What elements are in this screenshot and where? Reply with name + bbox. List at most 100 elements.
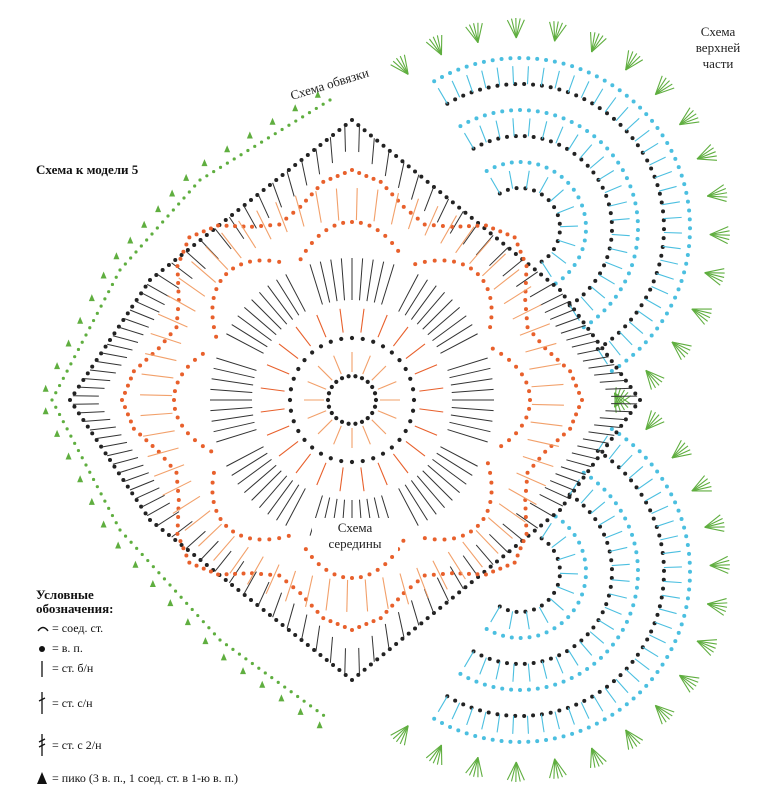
body-chain-stitch xyxy=(558,508,562,512)
center-petal-chain xyxy=(172,406,177,411)
body-stitch-mark xyxy=(107,449,133,457)
top-part-stitch xyxy=(526,739,531,744)
center-chain-stitch xyxy=(296,428,301,434)
body-stitch-mark xyxy=(315,148,321,175)
picot-mark xyxy=(42,407,49,415)
center-petal-chain xyxy=(277,259,282,264)
picot-mark xyxy=(77,475,84,483)
center-stitch-mark xyxy=(377,381,397,390)
trim-fan-stitch xyxy=(679,121,700,126)
top-part-stitch-mark xyxy=(559,572,578,575)
top-part-stitch-mark xyxy=(597,435,608,452)
center-stitch-mark xyxy=(317,365,333,381)
top-part-stitch xyxy=(469,90,474,95)
body-chain-stitch xyxy=(148,278,152,282)
center-chain-stitch xyxy=(339,419,345,424)
center-stitch-mark xyxy=(141,373,174,379)
top-part-stitch xyxy=(586,725,591,730)
body-stitch-mark xyxy=(599,379,626,383)
top-part-stitch-mark xyxy=(659,608,677,615)
top-part-stitch-mark xyxy=(490,177,501,194)
top-part-stitch xyxy=(544,737,549,742)
picot-mark xyxy=(269,117,276,125)
top-part-stitch-mark xyxy=(554,711,560,730)
top-part-stitch-mark xyxy=(512,715,515,734)
trim-fan-stitch xyxy=(625,729,644,741)
top-part-stitch xyxy=(466,676,471,681)
center-stitch-mark xyxy=(198,523,223,547)
outer-star-chain xyxy=(396,597,401,602)
top-part-stitch xyxy=(660,551,665,556)
body-chain-stitch xyxy=(406,631,411,636)
top-part-stitch-mark xyxy=(551,251,567,264)
top-part-stitch xyxy=(643,340,648,345)
top-part-stitch-mark xyxy=(645,491,662,502)
trim-chain-stitch xyxy=(237,652,242,656)
trim-fan-stitch xyxy=(696,640,716,649)
outer-star-chain xyxy=(176,498,181,502)
top-part-stitch-mark xyxy=(481,711,487,730)
top-part-stitch xyxy=(602,532,607,537)
body-stitch-mark xyxy=(599,417,626,421)
top-part-stitch xyxy=(531,713,536,718)
top-part-stitch xyxy=(628,184,633,189)
trim-fan-stitch xyxy=(625,729,634,749)
center-petal-chain xyxy=(214,334,219,339)
center-petal-chain xyxy=(200,351,205,356)
top-part-stitch xyxy=(589,475,594,480)
top-part-stitch xyxy=(466,119,471,124)
top-part-stitch xyxy=(486,710,491,715)
center-stitch-mark xyxy=(447,429,488,443)
top-part-stitch-mark xyxy=(649,156,666,166)
center-chain-stitch xyxy=(397,358,402,363)
trim-fan-stitch xyxy=(704,268,725,274)
center-chain-stitch xyxy=(389,445,394,450)
legend-text: = ст. с/н xyxy=(52,695,93,710)
trim-chain-stitch xyxy=(246,148,250,153)
body-stitch-mark xyxy=(112,335,139,343)
outer-star-chain xyxy=(574,383,579,388)
outer-star-chain xyxy=(201,229,206,234)
top-part-stitch xyxy=(659,253,664,258)
center-petal-chain xyxy=(519,372,524,377)
center-petal-chain xyxy=(350,576,354,580)
body-chain-stitch xyxy=(274,178,279,182)
treble-crochet-icon xyxy=(36,734,50,756)
outer-star-chain xyxy=(523,298,528,302)
top-part-stitch xyxy=(676,508,681,513)
trim-chain-stitch xyxy=(99,304,103,308)
body-stitch-mark xyxy=(571,340,598,348)
top-part-stitch xyxy=(544,165,549,170)
top-part-stitch xyxy=(598,271,603,276)
top-part-stitch-mark xyxy=(609,247,628,254)
top-part-stitch xyxy=(492,630,497,635)
center-petal-chain xyxy=(485,287,490,292)
body-chain-stitch xyxy=(469,580,474,585)
body-chain-stitch xyxy=(134,498,139,502)
body-stitch-mark xyxy=(112,457,139,465)
center-stitch-mark xyxy=(469,239,491,265)
top-part-stitch xyxy=(661,586,666,591)
center-stitch-mark xyxy=(247,556,264,585)
top-part-stitch-mark xyxy=(540,67,545,86)
center-petal-chain xyxy=(383,562,388,567)
top-part-stitch xyxy=(548,85,553,90)
body-stitch-mark xyxy=(272,182,283,208)
center-petal-chain xyxy=(309,240,314,245)
top-part-stitch xyxy=(661,218,666,223)
center-petal-chain xyxy=(231,266,236,271)
trim-chain-stitch xyxy=(114,521,118,525)
top-part-stitch-mark xyxy=(656,520,674,527)
center-chain-stitch xyxy=(310,350,315,355)
center-petal-chain xyxy=(211,499,216,504)
top-part-stitch xyxy=(637,346,642,351)
center-stitch-mark xyxy=(432,315,467,342)
top-part-stitch-mark xyxy=(611,233,630,237)
center-petal-chain xyxy=(442,537,447,542)
center-stitch-mark xyxy=(416,567,429,598)
trim-fan-stitch xyxy=(691,475,706,492)
body-chain-stitch xyxy=(192,553,197,557)
body-stitch-mark xyxy=(89,369,116,374)
top-part-stitch xyxy=(518,108,523,112)
top-part-stitch-mark xyxy=(508,611,514,630)
